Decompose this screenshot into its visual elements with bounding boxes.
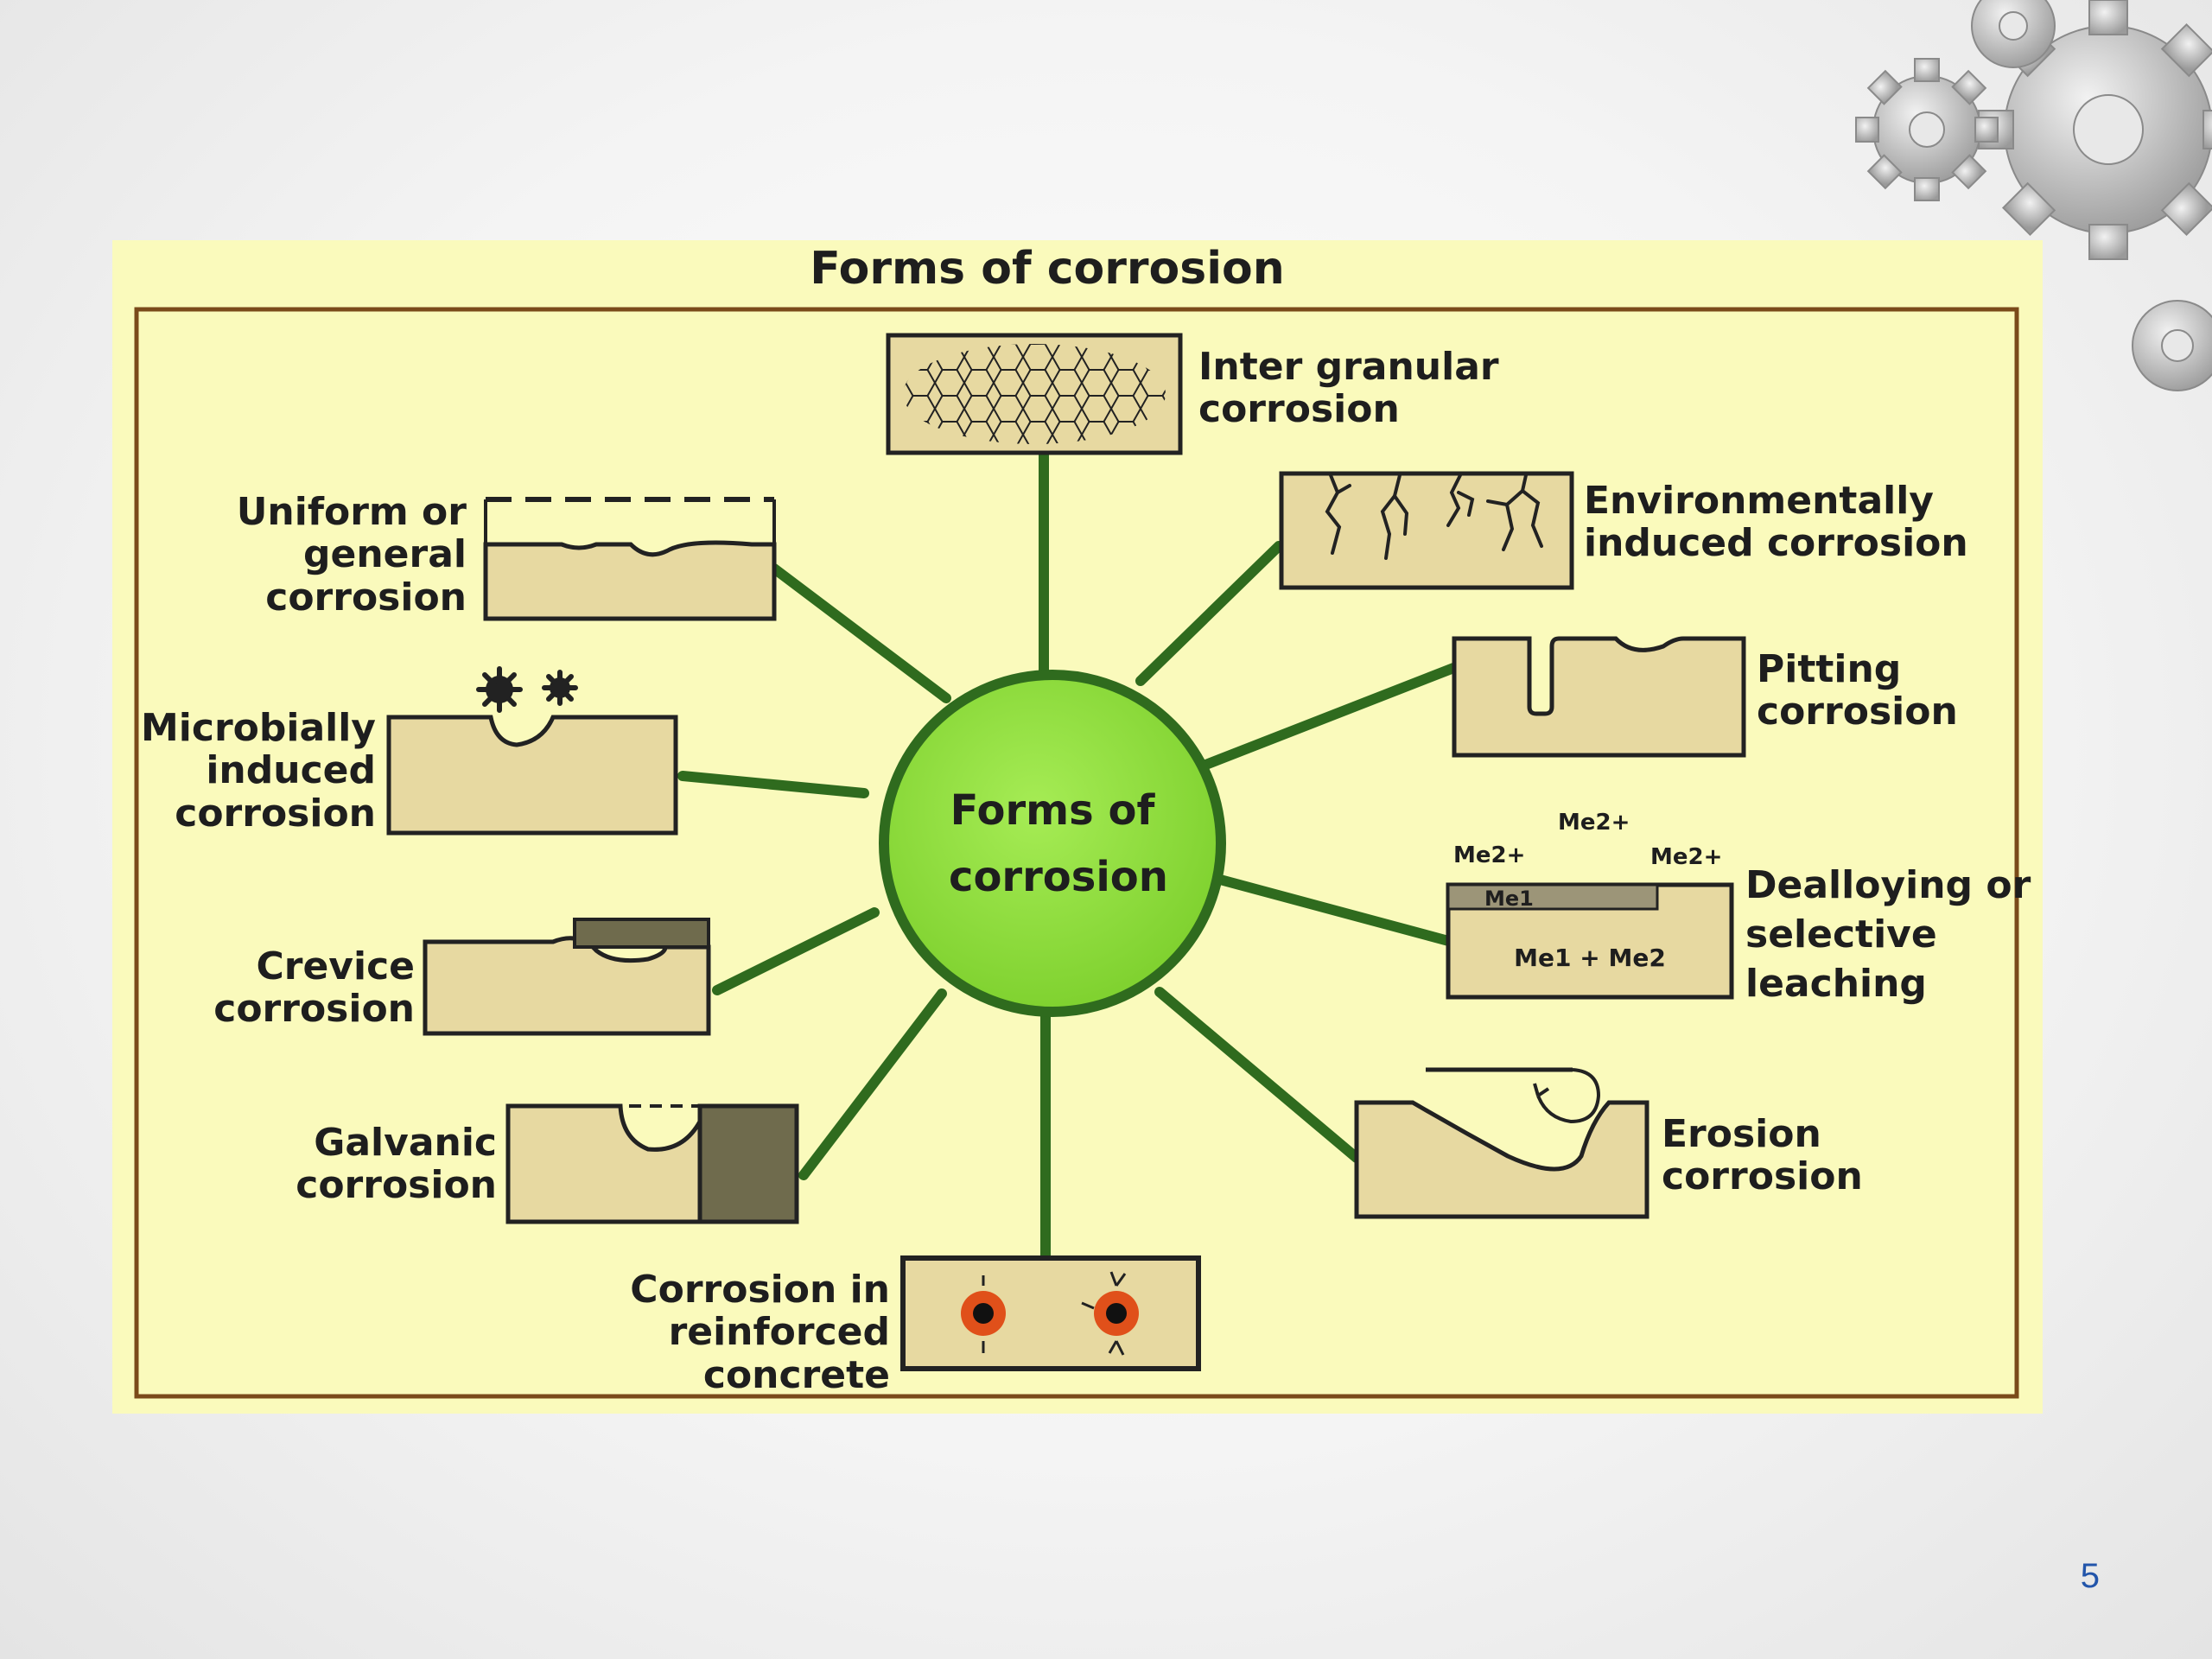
connector-crevice [712, 907, 880, 995]
label-microbial: Microbially induced corrosion [141, 706, 376, 836]
rebar-icon [1081, 1271, 1139, 1356]
connector-galvanic [798, 988, 947, 1180]
connector-uniform [769, 563, 951, 703]
corrosion-diagram: Forms of corrosion Me2+ Me2+ Me2+ Me1 Me… [134, 243, 2019, 1399]
label-uniform: Uniform or general corrosion [236, 490, 467, 620]
pitting-specimen [1452, 636, 1746, 758]
alloy-label: Me1 + Me2 [1514, 944, 1666, 972]
label-concrete: Corrosion in reinforced concrete [630, 1268, 890, 1397]
label-dealloying: Dealloying or selective leaching [1745, 863, 2031, 1007]
connector-pitting [1183, 660, 1465, 777]
hub-label: Forms of corrosion [949, 786, 1168, 901]
dealloying-labels: Me2+ Me2+ Me2+ Me1 Me1 + Me2 [1453, 810, 1722, 972]
connector-microbial [677, 771, 869, 798]
label-pitting: Pitting corrosion [1757, 647, 1958, 734]
dealloying-specimen [1446, 882, 1734, 1000]
connector-erosion [1154, 987, 1362, 1163]
diagram-panel: Forms of corrosion Me2+ Me2+ Me2+ Me1 Me… [112, 240, 2043, 1414]
gear-icon [1971, 0, 2212, 391]
crevice-specimen [423, 918, 711, 1036]
intergranular-specimen [886, 333, 1183, 455]
connector-dealloying [1183, 866, 1457, 947]
diagram-title: Forms of corrosion [810, 243, 1285, 295]
gear-icon [1855, 58, 1999, 201]
hub-circle [879, 670, 1226, 1017]
microbe-icon [476, 666, 578, 713]
label-erosion: Erosion corrosion [1662, 1112, 1863, 1199]
gears-decoration [1855, 0, 2212, 391]
environmental-specimen [1279, 471, 1574, 590]
concrete-specimen [900, 1255, 1201, 1371]
label-crevice: Crevice corrosion [213, 944, 415, 1032]
microbial-specimen [386, 666, 678, 836]
label-intergranular: Inter granular corrosion [1198, 345, 1499, 432]
uniform-specimen [483, 497, 777, 621]
label-galvanic: Galvanic corrosion [296, 1121, 497, 1208]
ion-label: Me2+ [1558, 810, 1630, 836]
label-environmental: Environmentally induced corrosion [1584, 479, 1968, 566]
connectors [677, 448, 1465, 1263]
diagram-frame [134, 307, 2019, 1399]
connector-environmental [1135, 541, 1284, 686]
erosion-specimen [1354, 1067, 1649, 1219]
ion-label: Me2+ [1650, 844, 1722, 870]
surface-layer-label: Me1 [1484, 887, 1534, 911]
page-number: 5 [2080, 1557, 2100, 1595]
galvanic-specimen [505, 1103, 799, 1224]
ion-label: Me2+ [1453, 842, 1525, 868]
rebar-icon [961, 1275, 1006, 1353]
